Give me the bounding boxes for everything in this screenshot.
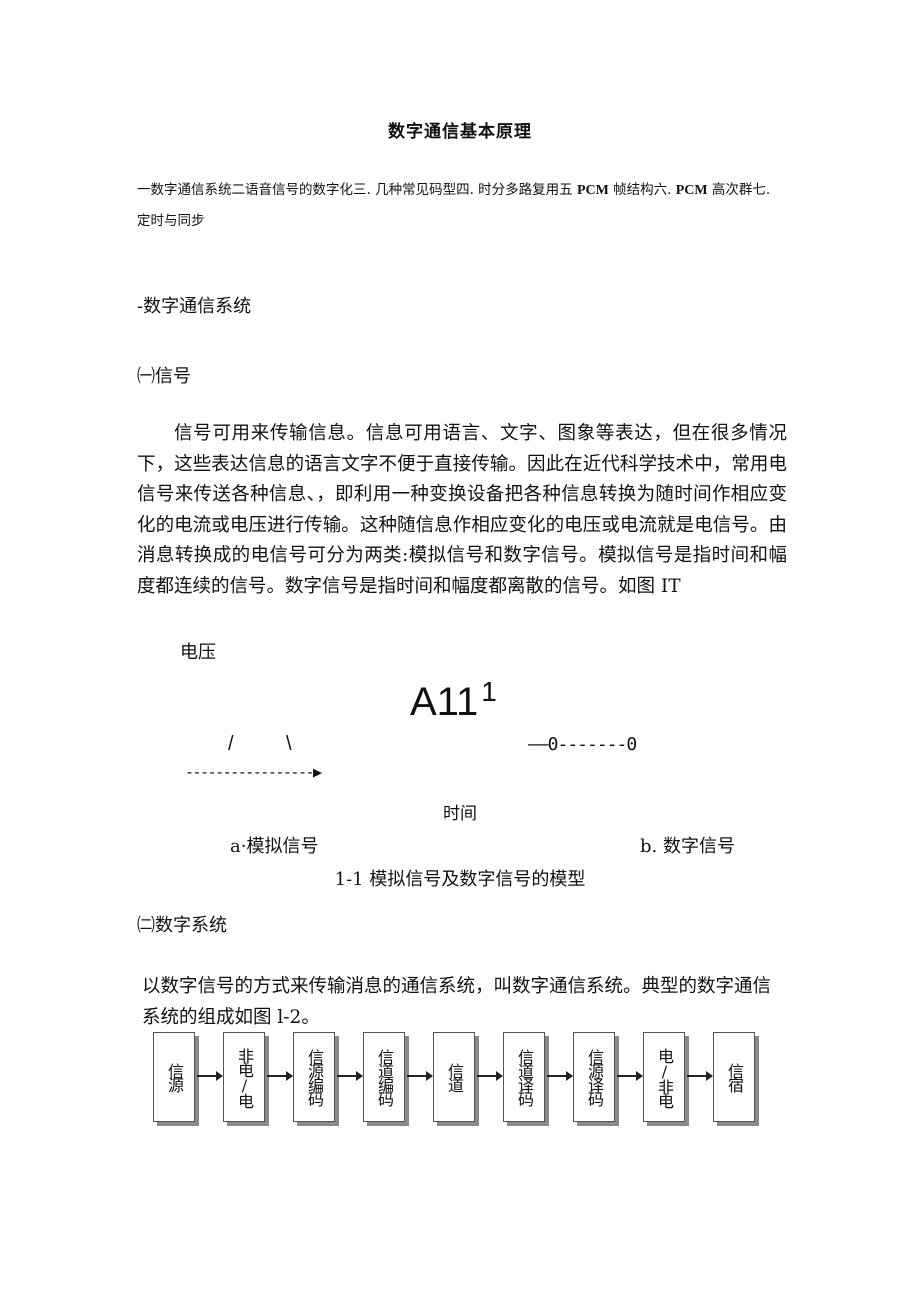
analog-wave-rise-mark: / (228, 733, 234, 755)
digital-top-superscript: 1 (481, 676, 497, 707)
block-label: 电/非电 (655, 1047, 674, 1107)
time-axis-arrow: -----------------▶ (185, 763, 322, 781)
block-source-decoder: 信源译码 (573, 1032, 615, 1122)
block-source-encoder: 信源编码 (293, 1032, 335, 1122)
arrow-connector (687, 1071, 713, 1081)
arrow-connector (617, 1071, 643, 1081)
time-axis-label: 时间 (443, 804, 477, 824)
block-source: 信源 (153, 1032, 195, 1122)
arrow-connector (477, 1071, 503, 1081)
block-nonelectric-to-electric: 非电/电 (223, 1032, 265, 1122)
toc-pcm-2: PCM (675, 183, 708, 198)
block-electric-to-nonelectric: 电/非电 (643, 1032, 685, 1122)
block-label: 信道译码 (515, 1049, 534, 1105)
arrow-connector (547, 1071, 573, 1081)
arrow-connector (407, 1071, 433, 1081)
analog-wave-fall-mark: \ (286, 733, 292, 755)
subsection-heading-signal: ㈠信号 (137, 366, 191, 387)
table-of-contents: 一数字通信系统二语音信号的数字化三. 几种常见码型四. 时分多路复用五 PCM … (137, 175, 787, 237)
paragraph-signal-description: 信号可用来传输信息。信息可用语言、文字、图象等表达，但在很多情况下，这些表达信息… (137, 423, 787, 597)
arrow-connector (337, 1071, 363, 1081)
caption-analog-signal: a·模拟信号 (230, 836, 319, 857)
block-channel: 信道 (433, 1032, 475, 1122)
block-label: 信源编码 (305, 1049, 324, 1105)
toc-pcm-1: PCM (576, 183, 609, 198)
digital-signal-baseline: ——0-------0 (528, 734, 637, 755)
figure-2-block-diagram: 信源 非电/电 信源编码 信道编码 信道 信道译码 信源译码 电/非电 信宿 (150, 1022, 775, 1137)
arrow-connector (267, 1071, 293, 1081)
digital-top-text: A11 (410, 680, 479, 724)
toc-text-3: 高次群七. 定时与同步 (137, 182, 771, 229)
toc-text-1: 一数字通信系统二语音信号的数字化三. 几种常见码型四. 时分多路复用五 (137, 182, 577, 198)
paragraph-digital-system: 以数字信号的方式来传输消息的通信系统，叫数字通信系统。典型的数字通信系统的组成如… (142, 976, 772, 1028)
block-channel-encoder: 信道编码 (363, 1032, 405, 1122)
block-label: 信道编码 (375, 1049, 394, 1105)
document-title: 数字通信基本原理 (388, 122, 532, 142)
block-label: 信源 (165, 1063, 184, 1091)
block-sink: 信宿 (713, 1032, 755, 1122)
figure-1-caption: 1-1 模拟信号及数字信号的模型 (334, 869, 586, 890)
subsection-heading-digital-system: ㈡数字系统 (137, 915, 227, 936)
block-channel-decoder: 信道译码 (503, 1032, 545, 1122)
toc-text-2: 帧结构六. (608, 182, 676, 198)
arrow-connector (197, 1071, 223, 1081)
block-label: 信道 (445, 1063, 464, 1091)
block-label: 信宿 (725, 1063, 744, 1091)
caption-digital-signal: b. 数字信号 (640, 836, 735, 857)
voltage-axis-label: 电压 (180, 642, 216, 663)
block-label: 非电/电 (235, 1047, 254, 1107)
section-heading-digital-communication: -数字通信系统 (137, 296, 252, 317)
block-label: 信源译码 (585, 1049, 604, 1105)
